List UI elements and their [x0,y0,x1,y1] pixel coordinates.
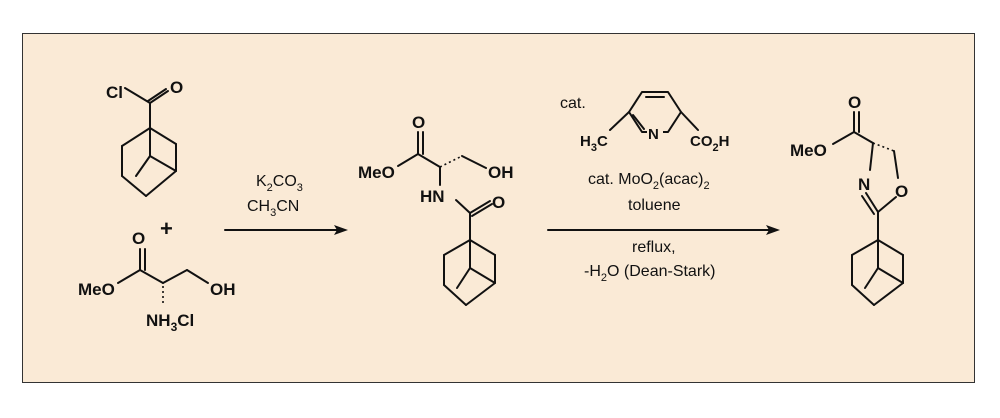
dean-stark-label: -H2O (Dean-Stark) [584,263,715,284]
arrow-head-1 [334,225,348,235]
methoxy-label: MeO [790,141,827,160]
step-2: cat. N H3C CO2H cat. MoO2(acac)2 toluene… [547,91,780,284]
hydroxyl-label: OH [210,280,236,299]
ester-carbonyl-oxygen-label: O [412,113,425,132]
solvent-label: toluene [628,197,681,214]
acetonitrile-label: CH3CN [247,198,299,219]
carboxylic-acid-label: CO2H [690,133,729,154]
hydroxyl-label: OH [488,163,514,182]
pyridine-n-label: N [648,126,659,143]
ring-nitrogen-label: N [858,175,870,194]
chlorine-label: Cl [106,83,123,102]
methyl-label: H3C [580,133,608,154]
ester-carbonyl-oxygen-label: O [132,229,145,248]
amide-nh-label: HN [420,187,445,206]
arrow-head-2 [766,225,780,235]
reaction-scheme-panel [22,33,975,383]
oxazoline-product: O MeO N O [790,93,908,306]
step-1: K2CO3 CH3CN [224,173,348,235]
potassium-carbonate-label: K2CO3 [256,173,303,194]
amide-intermediate: O MeO OH HN O [358,113,514,306]
catalyst-label: cat. [560,95,586,112]
ester-carbonyl-oxygen-label: O [848,93,861,112]
plus-sign: + [160,216,173,241]
molybdenum-catalyst-label: cat. MoO2(acac)2 [588,171,710,192]
methoxy-label: MeO [358,163,395,182]
adamantane-carbonyl-chloride: Cl O [106,78,183,197]
reflux-label: reflux, [632,239,676,256]
serine-methyl-ester-hydrochloride: O MeO OH NH3Cl [78,229,236,334]
methoxy-label: MeO [78,280,115,299]
ammonium-chloride-label: NH3Cl [146,311,194,334]
ring-oxygen-label: O [895,182,908,201]
carbonyl-oxygen-label: O [170,78,183,97]
amide-oxygen-label: O [492,193,505,212]
methylpicolinic-acid-structure: N H3C CO2H [580,91,729,154]
